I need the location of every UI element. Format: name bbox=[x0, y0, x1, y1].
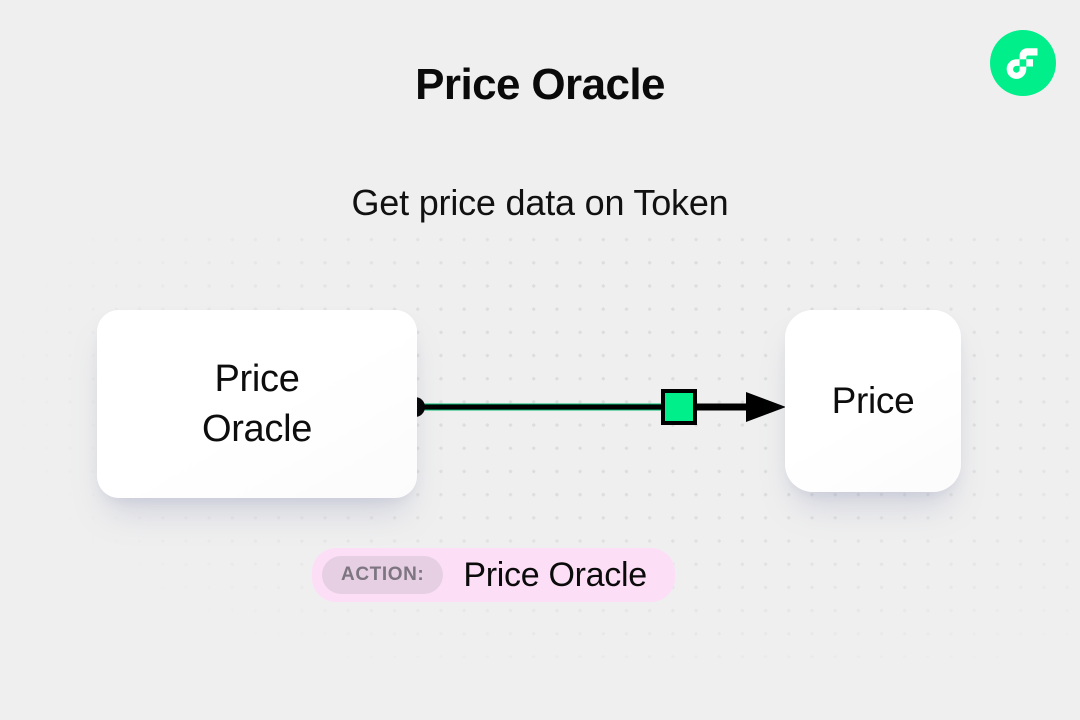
target-node-label: Price bbox=[831, 379, 915, 421]
target-node[interactable]: Price bbox=[785, 310, 961, 492]
page-subtitle: Get price data on Token bbox=[351, 182, 729, 223]
edge-midpoint-square bbox=[661, 389, 697, 425]
action-badge-chip: ACTION: bbox=[322, 556, 444, 594]
action-badge-value: Price Oracle bbox=[463, 555, 647, 594]
page-title: Price Oracle bbox=[415, 60, 665, 109]
flow-logo bbox=[990, 30, 1056, 96]
edge-arrowhead-icon bbox=[746, 392, 786, 422]
action-badge[interactable]: ACTION: Price Oracle bbox=[312, 548, 675, 602]
source-node-label: Price Oracle bbox=[201, 357, 313, 450]
source-node[interactable]: Price Oracle bbox=[97, 310, 417, 498]
action-badge-prefix: ACTION: bbox=[341, 564, 425, 585]
